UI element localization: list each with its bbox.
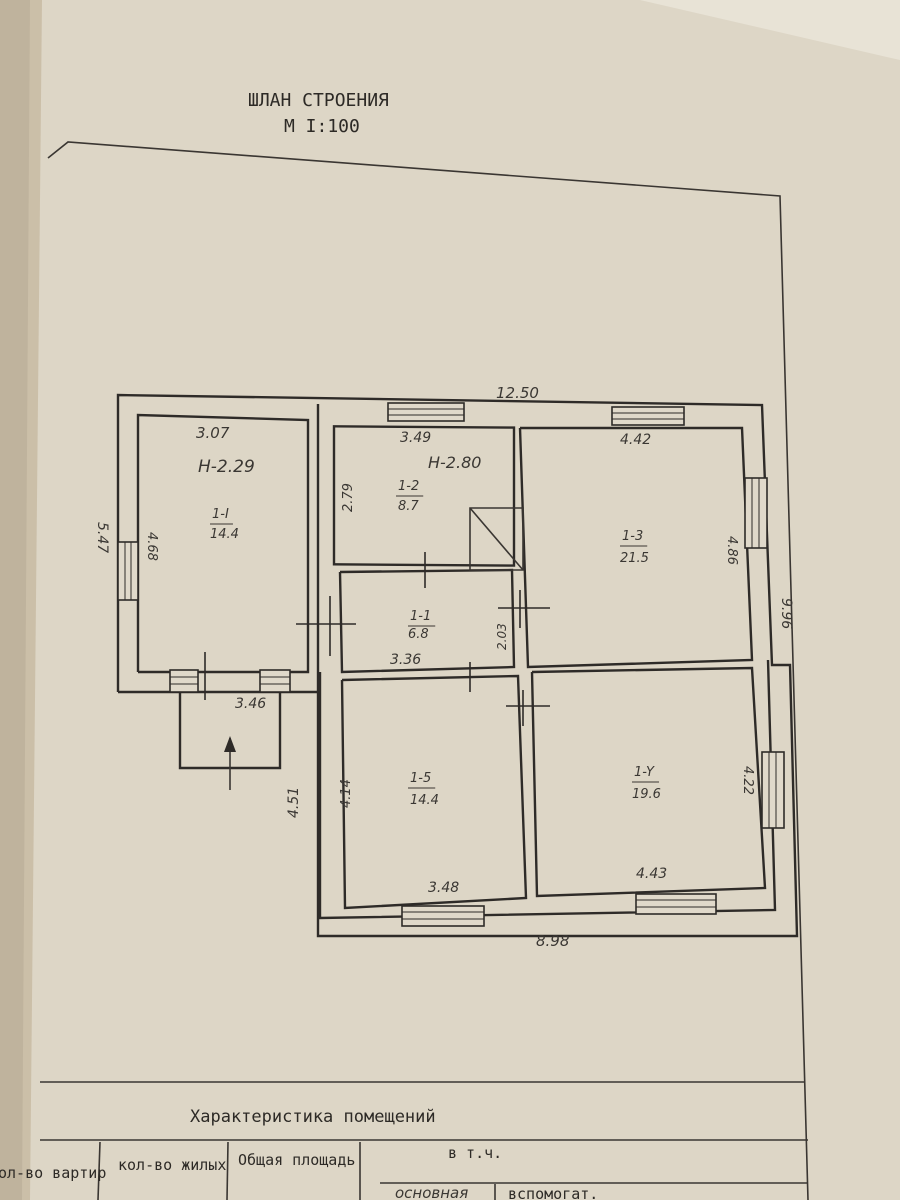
room-1-3-width: 4.42 <box>620 432 651 448</box>
room-1-1-width: 3.36 <box>390 652 421 668</box>
table-title: Характеристика помещений <box>190 1107 436 1127</box>
dim-overall-bottom: 8.98 <box>536 932 569 950</box>
table-col-living: кол-во жилых <box>118 1156 226 1174</box>
room-1-4-width: 4.43 <box>636 866 667 882</box>
window-right-2 <box>761 751 785 829</box>
room-1-5-width: 3.48 <box>428 880 459 896</box>
exterior-walls <box>116 393 799 938</box>
room-1-3-height: 4.86 <box>724 536 739 565</box>
window-right-1 <box>744 477 768 549</box>
room-1-1a-width: 3.07 <box>196 424 230 442</box>
window-top-1 <box>387 402 465 422</box>
adjacent-sheet <box>0 0 30 1200</box>
table-col-total-area: Общая площадь <box>238 1151 355 1169</box>
table-sub-main: основная <box>395 1184 468 1200</box>
dim-overall-top: 12.50 <box>496 384 539 402</box>
table-col-line-2 <box>226 1141 229 1200</box>
room-1-1a-label: 1-I <box>212 507 229 522</box>
table-col-quarters: ол-во вартир <box>0 1164 106 1182</box>
header-title: ШЛАН СТРОЕНИЯ <box>248 90 389 111</box>
dim-porch: 3.46 <box>235 696 266 712</box>
window-left <box>117 541 139 601</box>
window-bottom-3 <box>401 905 485 927</box>
room-1-3-area: 21.5 <box>620 551 649 566</box>
ceiling-right: Н-2.80 <box>428 453 481 472</box>
header-scale: М I:100 <box>284 116 360 137</box>
room-1-4-area: 19.6 <box>632 787 661 802</box>
table-col-line-1 <box>97 1141 101 1200</box>
table-sub-aux: вспомогат. <box>508 1185 598 1200</box>
room-1-4-label: 1-Y <box>634 765 655 780</box>
ceiling-left: Н-2.29 <box>198 457 255 477</box>
room-1-4-height: 4.22 <box>740 766 755 795</box>
room-1-1a-area: 14.4 <box>210 527 239 542</box>
windows <box>117 402 785 927</box>
room-1-1-height: 2.03 <box>495 623 509 650</box>
window-bottom-2 <box>259 669 291 693</box>
window-bottom-1 <box>169 669 199 693</box>
room-1-3-label: 1-3 <box>622 529 643 544</box>
room-1-2-area: 8.7 <box>398 499 419 514</box>
table-col-including: в т.ч. <box>448 1144 502 1162</box>
room-1-1-label: 1-1 <box>410 609 431 624</box>
room-1-5-label: 1-5 <box>410 771 431 786</box>
window-bottom-4 <box>635 893 717 915</box>
dim-right-height: 9.96 <box>778 598 794 629</box>
room-1-1-area: 6.8 <box>408 627 429 642</box>
doors <box>204 552 550 726</box>
room-1-2-width: 3.49 <box>400 430 431 446</box>
room-1-2-label: 1-2 <box>398 479 419 494</box>
room-1-2-height: 2.79 <box>341 483 356 512</box>
room-1-1a-height: 4.68 <box>144 532 159 561</box>
room-1-5-height: 4.14 <box>339 779 354 808</box>
entrance-porch <box>178 692 282 790</box>
window-top-2 <box>611 406 685 426</box>
dim-left-wing: 5.47 <box>94 522 110 553</box>
dim-middle-height: 4.51 <box>286 787 302 818</box>
interior-walls <box>332 425 767 910</box>
paper-corner <box>640 0 900 60</box>
frame-border <box>47 141 809 1200</box>
room-1-5-area: 14.4 <box>410 793 439 808</box>
